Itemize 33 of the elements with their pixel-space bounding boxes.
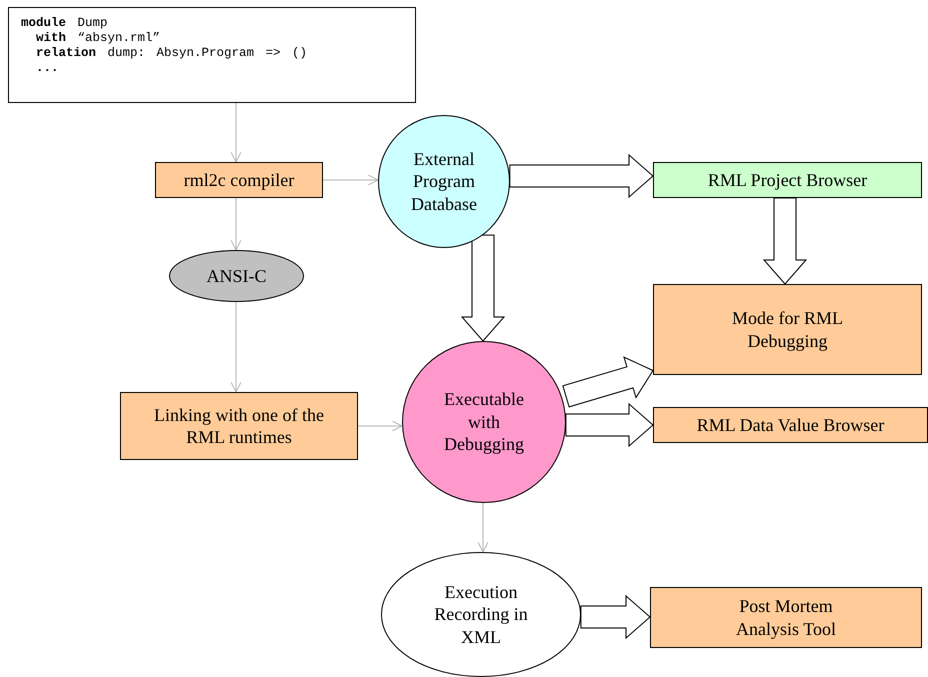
tool-box <box>650 587 922 648</box>
process-box <box>155 162 323 198</box>
node-label: RML Project Browser <box>708 168 868 192</box>
arrow <box>322 174 379 186</box>
block-arrow <box>509 154 654 198</box>
node-label: ANSI-C <box>206 264 266 288</box>
node-label: RML Data Value Browser <box>696 414 884 436</box>
node-label: Linking with one of the RML runtimes <box>153 404 325 448</box>
tool-box <box>653 407 928 443</box>
node-label: Executable with Debugging <box>443 388 525 456</box>
arrow <box>478 502 488 553</box>
code-box <box>8 7 416 103</box>
code-line: relation dump: Absyn.Program => () <box>36 46 308 61</box>
arrow <box>358 420 403 432</box>
tool-box <box>653 162 922 198</box>
arrow <box>230 302 242 392</box>
node-label: rml2c compiler <box>184 168 294 192</box>
block-arrow <box>565 402 654 448</box>
process-box <box>120 392 358 460</box>
block-arrow <box>460 234 506 342</box>
block-arrow <box>580 594 651 640</box>
code-line: ... <box>36 61 59 76</box>
node-label: Post Mortem Analysis Tool <box>735 595 837 640</box>
block-arrow <box>562 356 654 408</box>
node-label: Mode for RML Debugging <box>731 307 844 352</box>
node-label: Execution Recording in XML <box>433 580 529 648</box>
code-line: with “absyn.rml” <box>36 31 160 46</box>
node-label: External Program Database <box>410 148 478 216</box>
arrow <box>230 102 242 162</box>
block-arrow <box>762 198 808 285</box>
tool-box <box>653 284 922 375</box>
arrow <box>230 198 242 250</box>
code-line: module Dump <box>21 16 108 31</box>
